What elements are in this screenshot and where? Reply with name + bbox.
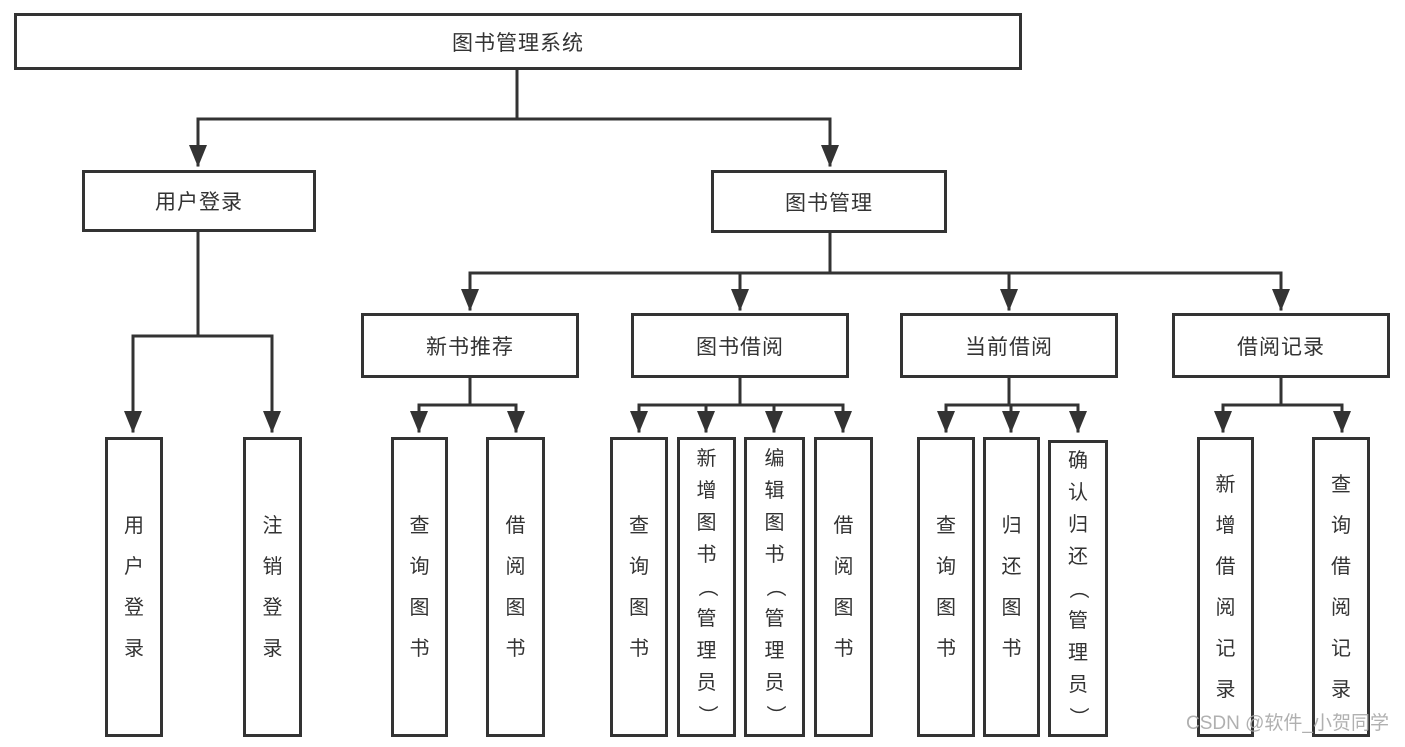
node-current-borrowing: 当前借阅 [900,313,1118,378]
leaf-borrow-books-recommend: 借阅图书 [486,437,545,737]
leaf-confirm-return-admin-label: 确认归还（管理员） [1067,449,1089,727]
leaf-query-borrow-record-label: 查询借阅记录 [1331,473,1351,701]
node-book-management: 图书管理 [711,170,947,233]
node-library-management-system: 图书管理系统 [14,13,1022,70]
leaf-query-books-current-label: 查询图书 [936,514,956,660]
leaf-borrow-books-recommend-label: 借阅图书 [505,514,526,660]
node-book-management-label: 图书管理 [785,191,873,215]
leaf-query-books-current: 查询图书 [917,437,975,737]
node-book-borrowing: 图书借阅 [631,313,849,378]
csdn-watermark: CSDN @软件_小贺同学 [1186,713,1389,734]
leaf-user-login: 用户登录 [105,437,163,737]
leaf-add-borrow-record: 新增借阅记录 [1197,437,1254,737]
leaf-return-books-label: 归还图书 [1001,514,1022,660]
node-user-login-label: 用户登录 [155,191,243,214]
node-book-borrowing-label: 图书借阅 [696,335,784,359]
leaf-confirm-return-admin: 确认归还（管理员） [1048,440,1108,737]
leaf-edit-books-admin-label: 编辑图书（管理员） [763,448,786,725]
leaf-add-books-admin: 新增图书（管理员） [677,437,736,737]
node-library-management-system-label: 图书管理系统 [452,31,584,55]
node-current-borrowing-label: 当前借阅 [965,335,1053,359]
leaf-borrow-books-borrowing-label: 借阅图书 [833,514,854,660]
node-user-login: 用户登录 [82,170,316,232]
node-new-book-recommendation-label: 新书推荐 [426,335,514,359]
leaf-user-login-label: 用户登录 [124,514,144,660]
leaf-query-books-borrowing-label: 查询图书 [629,514,649,660]
leaf-query-books-recommend-label: 查询图书 [409,514,430,660]
leaf-borrow-books-borrowing: 借阅图书 [814,437,873,737]
leaf-query-books-recommend: 查询图书 [391,437,448,737]
leaf-query-borrow-record: 查询借阅记录 [1312,437,1370,737]
leaf-edit-books-admin: 编辑图书（管理员） [744,437,805,737]
leaf-add-books-admin-label: 新增图书（管理员） [695,448,718,725]
leaf-logout-label: 注销登录 [262,514,283,660]
leaf-add-borrow-record-label: 新增借阅记录 [1215,473,1236,701]
node-new-book-recommendation: 新书推荐 [361,313,579,378]
leaf-query-books-borrowing: 查询图书 [610,437,668,737]
node-borrowing-records: 借阅记录 [1172,313,1390,378]
leaf-return-books: 归还图书 [983,437,1040,737]
leaf-logout: 注销登录 [243,437,302,737]
node-borrowing-records-label: 借阅记录 [1237,335,1325,359]
